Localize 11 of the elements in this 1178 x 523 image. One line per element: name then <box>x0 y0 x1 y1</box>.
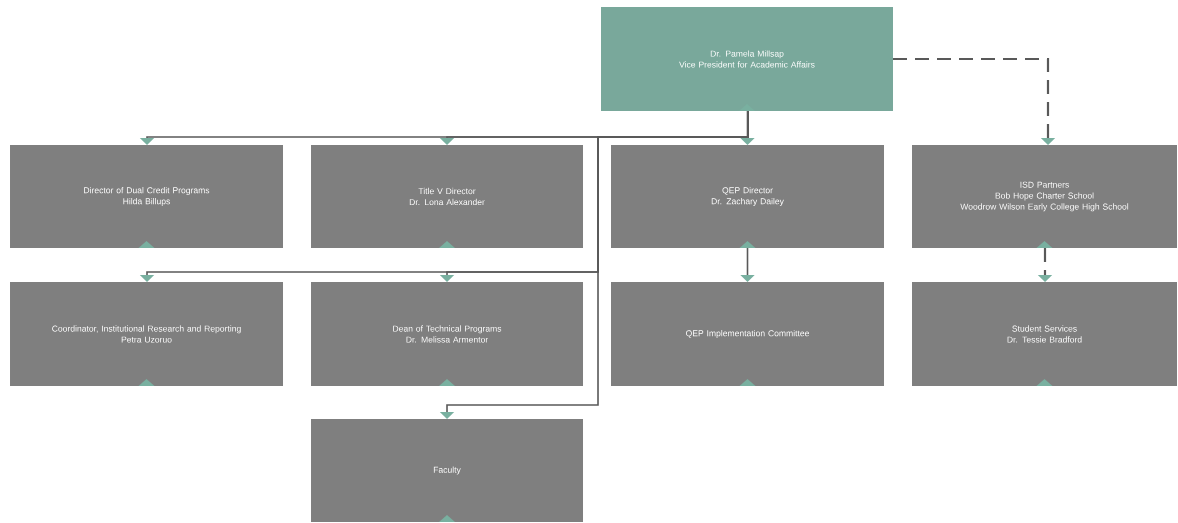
org-box: ISD Partners Bob Hope Charter School Woodrow Wilson Early College High School <box>912 145 1177 248</box>
org-box: Faculty <box>311 419 583 522</box>
org-box: QEP Implementation Committee <box>611 282 884 386</box>
org-box: Coordinator, Institutional Research and Reporting Petra Uzoruo <box>10 282 283 386</box>
org-box: Dr. Pamela Millsap Vice President for Academic Affairs <box>601 7 893 111</box>
org-box: Student Services Dr. Tessie Bradford <box>912 282 1177 386</box>
connector-arrow <box>893 57 1056 145</box>
org-box: Dean of Technical Programs Dr. Melissa Armentor <box>311 282 583 386</box>
org-box: Title V Director Dr. Lona Alexander <box>311 145 583 248</box>
org-box: Director of Dual Credit Programs Hilda Billups <box>10 145 283 248</box>
org-box: QEP Director Dr. Zachary Dailey <box>611 145 884 248</box>
